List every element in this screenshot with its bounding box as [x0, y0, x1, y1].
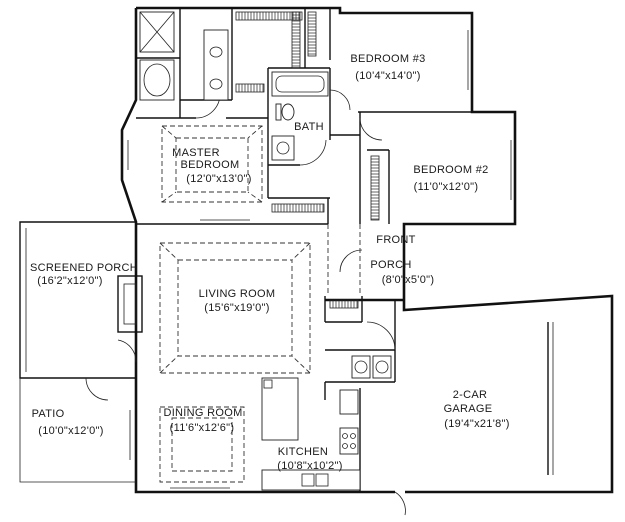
fixtures: [139, 11, 392, 491]
kitchen-name: KITCHEN: [278, 446, 328, 458]
living-room-name: LIVING ROOM: [199, 288, 276, 300]
bath-name: BATH: [294, 121, 324, 133]
garage-dims: (19'4"x21'8"): [444, 418, 509, 430]
patio-name: PATIO: [32, 408, 65, 420]
garage-name-line1: 2-CAR: [453, 389, 488, 401]
front-porch-name-line2: PORCH: [370, 259, 411, 271]
screened-porch-dims: (16'2"x12'0"): [37, 275, 102, 287]
dining-room-dims: (11'6"x12'6"): [170, 422, 235, 434]
closet-shelves: [235, 11, 380, 309]
room-labels: BEDROOM #3 (10'4"x14'0") BATH MASTER BED…: [30, 53, 509, 472]
bedroom3-name: BEDROOM #3: [350, 53, 425, 65]
dining-room-name: DINING ROOM: [163, 407, 242, 419]
master-name-line1: MASTER: [172, 147, 220, 159]
windows: [25, 30, 512, 489]
master-dims: (12'0"x13'0"): [186, 173, 251, 185]
front-porch-dims: (8'0"x5'0"): [382, 274, 435, 286]
front-porch-name-line1: FRONT: [376, 234, 415, 246]
living-room-dims: (15'6"x19'0"): [204, 302, 269, 314]
ceiling-trays: [159, 125, 361, 483]
bedroom3-dims: (10'4"x14'0"): [355, 70, 420, 82]
bedroom2-name: BEDROOM #2: [413, 164, 488, 176]
bedroom2-dims: (11'0"x12'0"): [414, 181, 479, 193]
kitchen-dims: (10'8"x10'2"): [277, 460, 342, 472]
interior-walls: [19, 8, 472, 492]
screened-porch-name: SCREENED PORCH: [30, 262, 138, 274]
patio-dims: (10'0"x12'0"): [38, 425, 103, 437]
master-name-line2: BEDROOM: [181, 159, 240, 171]
garage-name-line2: GARAGE: [444, 403, 493, 415]
